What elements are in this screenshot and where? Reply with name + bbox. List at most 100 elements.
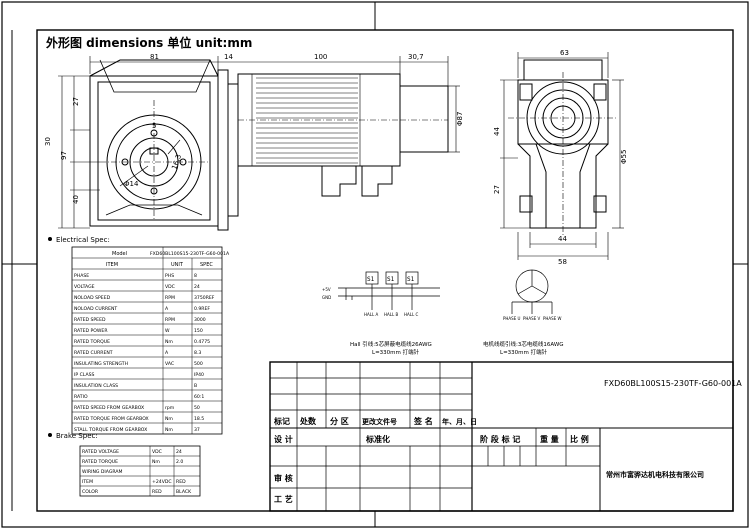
brake-cell: RED — [176, 479, 186, 485]
electrical-cell: A — [165, 306, 169, 312]
electrical-header-cell: SPEC — [200, 262, 213, 268]
brake-cell: VDC — [152, 449, 162, 455]
side-dimension-lines — [58, 56, 449, 229]
phase-pin-u: PHASE U — [503, 316, 520, 321]
hall-cable-label: Hall 引线:5芯屏蔽电缆线26AWG — [350, 340, 432, 348]
motor-body — [237, 73, 460, 197]
hall-pin-gnd: GND — [322, 295, 331, 300]
electrical-table-frame — [71, 246, 223, 435]
dim-40: 40 — [72, 195, 80, 204]
dim-5: 5 — [152, 122, 156, 130]
electrical-cell: VDC — [165, 284, 175, 290]
wiring-diagram — [338, 269, 553, 314]
brake-cell: RED — [152, 489, 162, 495]
electrical-cell: 8.3 — [194, 350, 201, 356]
review-label: 审 核 — [274, 473, 293, 483]
dim-44-h: 44 — [558, 235, 567, 243]
electrical-cell: 3750REF — [194, 295, 215, 301]
dim-58-h: 58 — [558, 258, 567, 266]
model-label: Model — [112, 251, 127, 257]
electrical-cell: RPM — [165, 317, 175, 323]
electrical-header-cell: UNIT — [171, 262, 184, 268]
electrical-cell: W — [165, 328, 170, 334]
hall-pin-c: HALL C — [404, 312, 418, 317]
brake-table-frame — [79, 445, 201, 497]
electrical-cell: 37 — [194, 427, 200, 433]
weight-label: 重 量 — [540, 434, 559, 444]
brake-cell: COLOR — [82, 489, 99, 495]
electrical-cell: INSULATION CLASS — [74, 383, 118, 389]
brake-bullet-icon — [48, 433, 52, 437]
drawing-title: 外形图 dimensions 单位 unit:mm — [46, 35, 252, 50]
electrical-cell: Nm — [165, 339, 173, 345]
electrical-cell: VAC — [165, 361, 174, 367]
brake-cell: 2.0 — [176, 459, 183, 465]
s1-switch-a: S1 — [367, 276, 375, 283]
electrical-cell: IP40 — [194, 372, 204, 378]
electrical-cell: RATED SPEED — [74, 317, 106, 323]
design-label: 设 计 — [274, 434, 293, 444]
electrical-cell: RPM — [165, 295, 175, 301]
electrical-cell: IP CLASS — [74, 372, 95, 378]
scale-label: 比 例 — [570, 434, 589, 444]
electrical-cell: INSULATING STRENGTH — [74, 361, 128, 367]
electrical-cell: A — [165, 350, 169, 356]
dim-100: 100 — [314, 53, 327, 61]
dim-14: 14 — [224, 53, 233, 61]
electrical-cell: 0.4775 — [194, 339, 210, 345]
electrical-cell: PHASE — [74, 273, 89, 279]
electrical-cell: PHS — [165, 273, 174, 279]
electrical-cell: Nm — [165, 427, 173, 433]
dim-30: 30 — [44, 137, 52, 146]
front-dimension-lines — [500, 52, 624, 260]
electrical-cell: VOLTAGE — [74, 284, 95, 290]
electrical-cell: RATED CURRENT — [74, 350, 113, 356]
title-block-text: FXD60BL100S15-230TF-G60-001A 标记 处数 分 区 更… — [273, 379, 742, 504]
electrical-cell: 24 — [194, 284, 200, 290]
hall-cable-length: L=330mm 打端针 — [372, 348, 420, 356]
dim-30-7: 30,7 — [408, 53, 424, 61]
rev-header-date: 年、月、日 — [442, 417, 477, 426]
dim-81: 81 — [150, 53, 159, 61]
motor-fins — [256, 77, 358, 164]
dim-phi55: Φ55 — [620, 150, 628, 164]
electrical-cell: Nm — [165, 416, 173, 422]
brake-cell: +24VDC — [152, 479, 172, 485]
electrical-cell: RATIO — [74, 394, 88, 400]
dim-phi14: Φ14 — [124, 180, 139, 188]
electrical-cell: B — [194, 383, 197, 389]
title-block — [269, 361, 734, 512]
electrical-cell: 18.5 — [194, 416, 204, 422]
dim-44-v: 44 — [493, 127, 501, 136]
company-name: 常州市富骅达机电科技有限公司 — [606, 470, 704, 479]
hall-pin-a: HALL A — [364, 312, 378, 317]
electrical-cell: 50 — [194, 405, 200, 411]
model-value: FXD60BL100S15-230TF-G60-001A — [150, 251, 230, 257]
motor-cable-length: L=330mm 打端针 — [500, 348, 548, 356]
s1-switch-b: S1 — [387, 276, 395, 283]
electrical-cell: 150 — [194, 328, 203, 334]
rev-header-mark: 标记 — [273, 416, 290, 426]
dim-27: 27 — [72, 97, 80, 106]
electrical-cell: 60:1 — [194, 394, 204, 400]
brake-cell: BLACK — [176, 489, 192, 495]
brake-cell: Nm — [152, 459, 160, 465]
electrical-bullet-icon — [48, 237, 52, 241]
electrical-cell: RATED TORQUE FROM GEARBOX — [74, 416, 149, 422]
electrical-cell: 500 — [194, 361, 203, 367]
gearbox-side-view — [89, 59, 239, 231]
phase-pin-v: PHASE V — [523, 316, 540, 321]
electrical-cell: RATED POWER — [74, 328, 108, 334]
electrical-cell: rpm — [165, 405, 175, 411]
rev-header-doc: 更改文件号 — [362, 417, 397, 426]
electrical-cell: 3000 — [194, 317, 206, 323]
standard-label: 标准化 — [365, 434, 390, 444]
brake-cell: ITEM — [82, 479, 93, 485]
rev-header-zone: 分 区 — [330, 416, 349, 426]
stage-label: 阶 段 标 记 — [480, 434, 520, 444]
electrical-cell: RATED TORQUE — [74, 339, 110, 345]
hall-pin-b: HALL B — [384, 312, 398, 317]
wiring-text: S1 S1 S1 +5V GND HALL A HALL B HALL C PH… — [322, 276, 564, 356]
